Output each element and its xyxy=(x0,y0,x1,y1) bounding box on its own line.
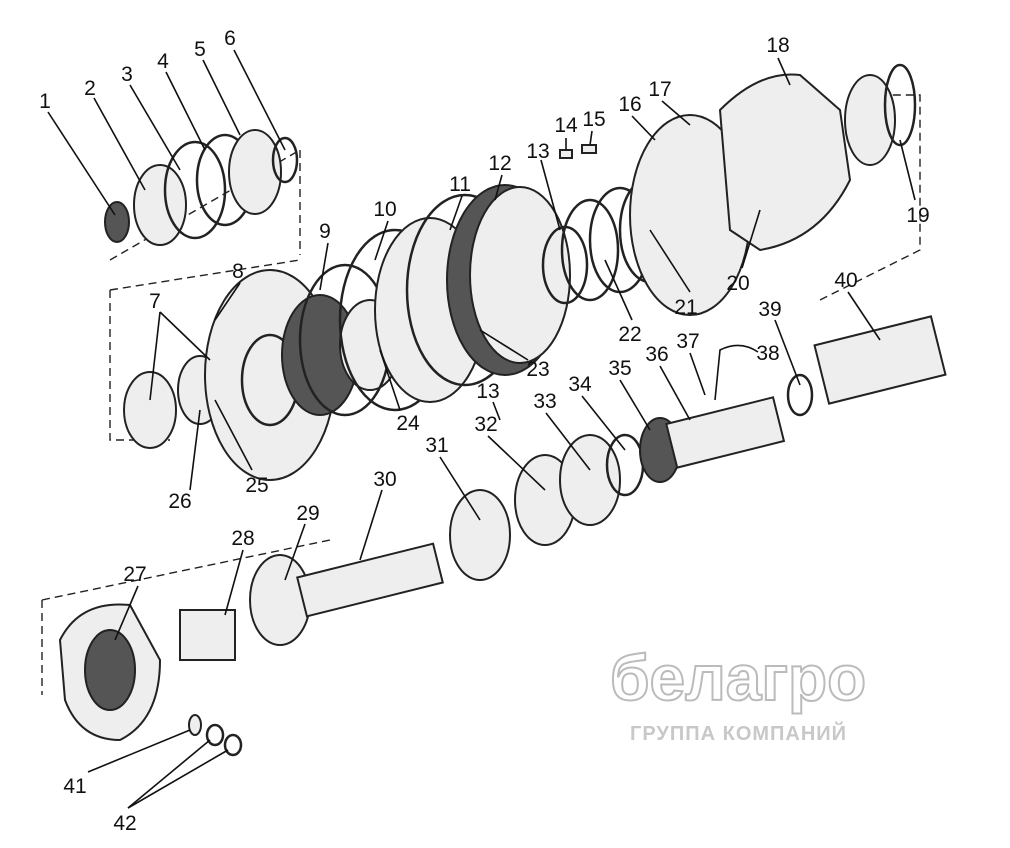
part-label-8: 8 xyxy=(232,260,244,283)
part-label-38: 38 xyxy=(756,342,779,365)
part-label-35: 35 xyxy=(608,357,631,380)
part-label-41: 41 xyxy=(63,775,86,798)
part-label-32: 32 xyxy=(474,413,497,436)
part-label-16: 16 xyxy=(618,93,641,116)
part-label-5: 5 xyxy=(194,38,206,61)
part-label-30: 30 xyxy=(373,468,396,491)
watermark: белагро ГРУППА КОМПАНИЙ xyxy=(609,641,867,745)
part-label-42: 42 xyxy=(113,812,136,835)
part-label-19: 19 xyxy=(906,204,929,227)
part-label-40: 40 xyxy=(834,269,857,292)
part-label-28: 28 xyxy=(231,527,254,550)
part-label-23: 23 xyxy=(526,358,549,381)
part-label-20: 20 xyxy=(726,272,749,295)
part-label-29: 29 xyxy=(296,502,319,525)
watermark-subtitle: ГРУППА КОМПАНИЙ xyxy=(630,721,847,745)
part-label-13: 13 xyxy=(476,380,499,403)
watermark-brand: белагро xyxy=(610,642,866,714)
part-label-21: 21 xyxy=(674,296,697,319)
part-label-33: 33 xyxy=(533,390,556,413)
part-label-1: 1 xyxy=(39,90,51,113)
part-label-18: 18 xyxy=(766,34,789,57)
part-label-11: 11 xyxy=(449,173,471,196)
part-label-13: 13 xyxy=(526,140,549,163)
part-label-37: 37 xyxy=(676,330,699,353)
part-label-15: 15 xyxy=(582,108,605,131)
part-label-26: 26 xyxy=(168,490,191,513)
part-label-39: 39 xyxy=(758,298,781,321)
lower-assembly xyxy=(58,315,947,757)
part-label-7: 7 xyxy=(149,290,161,313)
part-label-9: 9 xyxy=(319,220,331,243)
part-label-14: 14 xyxy=(554,114,578,137)
part-label-27: 27 xyxy=(123,563,146,586)
part-label-3: 3 xyxy=(121,63,133,86)
part-label-4: 4 xyxy=(157,50,169,73)
leader-lines xyxy=(47,49,916,809)
part-label-22: 22 xyxy=(618,323,641,346)
part-label-2: 2 xyxy=(84,77,96,100)
part-label-17: 17 xyxy=(648,78,671,101)
part-label-31: 31 xyxy=(425,434,448,457)
part-label-24: 24 xyxy=(396,412,420,435)
upper-assembly xyxy=(104,63,917,481)
part-label-10: 10 xyxy=(373,198,396,221)
part-label-34: 34 xyxy=(568,373,592,396)
part-label-6: 6 xyxy=(224,27,236,50)
part-label-36: 36 xyxy=(645,343,668,366)
part-label-25: 25 xyxy=(245,474,268,497)
part-label-12: 12 xyxy=(488,152,511,175)
